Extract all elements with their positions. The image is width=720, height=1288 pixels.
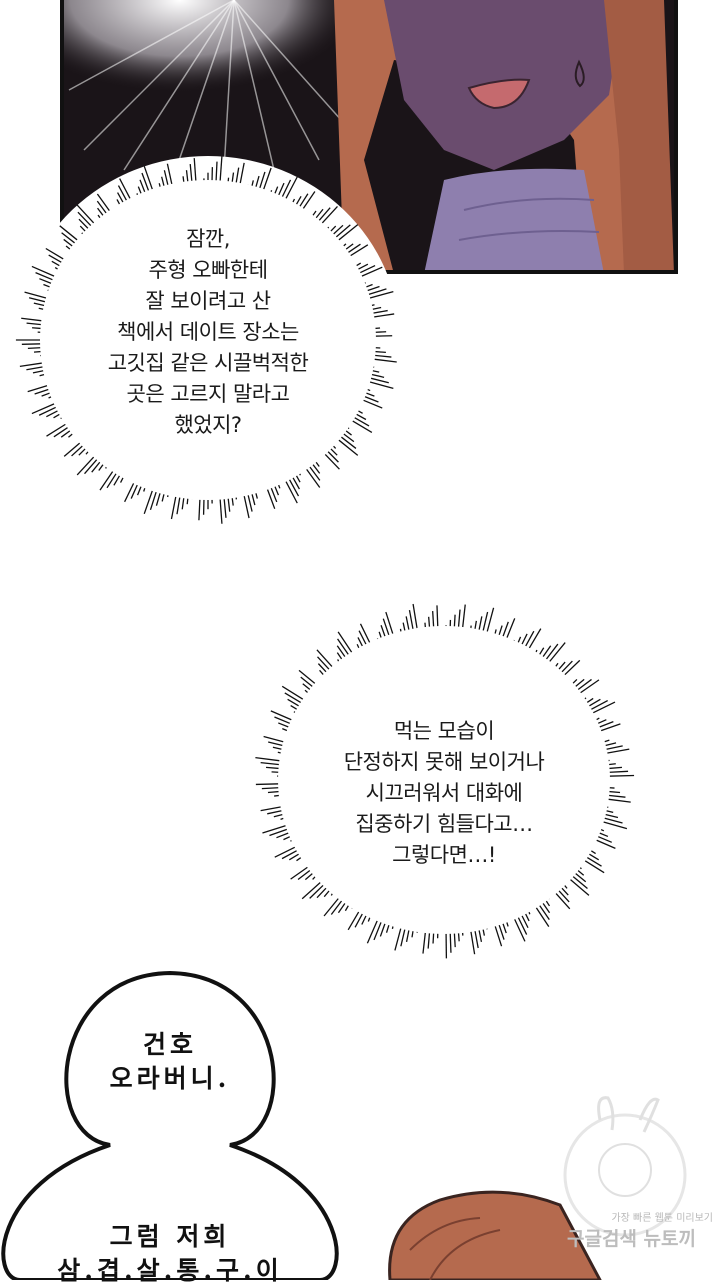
bubble-1-line: 책에서 데이트 장소는: [48, 317, 368, 348]
bubble-2-line: 단정하지 못해 보이거나: [280, 747, 608, 778]
bubble-1-line: 주형 오빠한테: [48, 255, 368, 286]
watermark-tagline: 가장 빠른 웹툰 미리보기: [553, 1209, 713, 1224]
bubble-1-line: 잘 보이려고 산: [48, 286, 368, 317]
bubble-2-text: 먹는 모습이 단정하지 못해 보이거나 시끄러워서 대화에 집중하기 힘들다고……: [280, 716, 608, 871]
bubble-1-line: 잠깐,: [48, 224, 368, 255]
bubble-3-top-text: 건호 오라버니.: [68, 1028, 272, 1096]
bubble-2-line: 그렇다면…!: [280, 840, 608, 871]
bubble-3-line: 삼.겹.살.통.구.이: [10, 1254, 330, 1288]
bubble-1-line: 고깃집 같은 시끌벅적한: [48, 348, 368, 379]
bubble-2-line: 집중하기 힘들다고…: [280, 809, 608, 840]
bubble-3-line: 그럼 저희: [10, 1220, 330, 1254]
bubble-3-bottom-text: 그럼 저희 삼.겹.살.통.구.이: [10, 1220, 330, 1288]
bubble-3-line: 건호: [68, 1028, 272, 1062]
bubble-2-line: 먹는 모습이: [280, 716, 608, 747]
bubble-2-line: 시끄러워서 대화에: [280, 778, 608, 809]
bubble-1-line: 곳은 고르지 말라고: [48, 379, 368, 410]
bubble-1-line: 했었지?: [48, 410, 368, 441]
bubble-1-text: 잠깐, 주형 오빠한테 잘 보이려고 산 책에서 데이트 장소는 고깃집 같은 …: [48, 224, 368, 441]
watermark-brand: 구글검색 뉴토끼: [540, 1224, 696, 1251]
collar: [424, 169, 604, 274]
bubble-3-line: 오라버니.: [68, 1062, 272, 1096]
